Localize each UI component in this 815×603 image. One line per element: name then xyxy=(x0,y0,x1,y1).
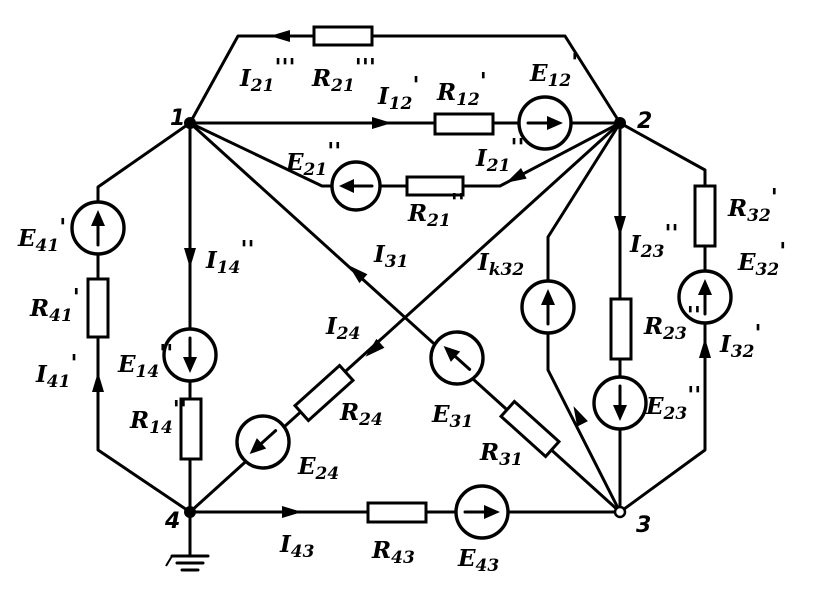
label-E41p: E41' xyxy=(17,214,66,256)
label-R12p: R12' xyxy=(436,68,487,110)
source-E32p xyxy=(677,269,733,325)
label-I21ppp: I21''' xyxy=(239,54,296,96)
resistor-R32p xyxy=(693,184,717,248)
label-I24: I24 xyxy=(325,313,360,344)
arrow-I21ppp xyxy=(270,30,290,42)
label-E12p: E12' xyxy=(529,49,578,91)
source-E21pp xyxy=(330,160,382,212)
label-I21pp: I21'' xyxy=(475,134,525,176)
source-E31 xyxy=(429,330,485,386)
label-I14pp: I14'' xyxy=(205,236,255,278)
source-E24 xyxy=(235,414,291,470)
label-E43: E43 xyxy=(457,545,499,576)
resistor-R31 xyxy=(498,399,562,459)
wires xyxy=(96,34,707,557)
arrow-I32p xyxy=(699,338,711,358)
resistor-R24 xyxy=(292,363,356,423)
label-I23pp: I23'' xyxy=(629,220,679,262)
resistor-R43 xyxy=(366,501,428,524)
current-source-Ik32 xyxy=(520,279,576,335)
label-R32p: R32' xyxy=(727,184,778,226)
arrow-I24 xyxy=(365,338,385,357)
arrow-I21pp xyxy=(506,168,527,183)
ground-icon xyxy=(165,554,210,572)
label-R43: R43 xyxy=(371,537,415,568)
label-E14pp: E14'' xyxy=(117,340,173,382)
arrow-I14pp xyxy=(184,248,196,268)
source-E23pp xyxy=(592,375,648,431)
source-E41p xyxy=(70,200,126,256)
resistor-R21ppp xyxy=(312,25,374,47)
label-E32p: E32' xyxy=(737,238,786,280)
label-I43: I43 xyxy=(279,531,315,562)
resistor-R23pp xyxy=(609,297,633,361)
label-E31: E31 xyxy=(431,401,473,432)
label-I12p: I12' xyxy=(377,72,419,114)
label-R21pp: R21'' xyxy=(407,189,465,231)
label-E24: E24 xyxy=(297,453,339,484)
label-R31: R31 xyxy=(479,439,523,470)
node-4-dot xyxy=(184,506,196,518)
node-3-dot xyxy=(613,505,627,519)
arrow-I31 xyxy=(348,265,368,284)
current-arrows xyxy=(92,30,711,518)
label-Ik32: Ik32 xyxy=(477,249,524,280)
label-I31: I31 xyxy=(373,241,408,272)
node-4-label: 4 xyxy=(164,509,180,534)
arrow-I43 xyxy=(282,506,302,518)
source-E14pp xyxy=(162,327,218,383)
wire-top-outer xyxy=(188,34,622,125)
label-R14pp: R14'' xyxy=(129,396,187,438)
node-2-dot xyxy=(614,117,626,129)
node-1-dot xyxy=(184,117,196,129)
arrow-I41p xyxy=(92,372,104,392)
label-R23pp: R23'' xyxy=(643,302,701,344)
resistor-R12p xyxy=(433,112,495,136)
label-R41p: R41' xyxy=(29,284,80,326)
label-I41p: I41' xyxy=(35,350,77,392)
source-E43 xyxy=(454,484,510,540)
resistor-R21pp xyxy=(405,175,465,197)
node-3-label: 3 xyxy=(636,513,651,538)
label-R21ppp: R21''' xyxy=(311,54,376,96)
source-E12p xyxy=(517,95,573,151)
resistor-R41p xyxy=(86,277,110,339)
resistors xyxy=(86,25,717,524)
label-E23pp: E23'' xyxy=(645,382,701,424)
label-I32p: I32' xyxy=(719,320,761,362)
label-R24: R24 xyxy=(339,399,383,430)
arrow-I23pp xyxy=(614,216,626,236)
label-E21pp: E21'' xyxy=(285,138,341,180)
resistor-R14pp xyxy=(179,397,203,461)
arrow-Ik32 xyxy=(573,406,588,427)
node-1-label: 1 xyxy=(170,106,185,131)
node-2-label: 2 xyxy=(637,109,652,134)
labels: I21''' R21''' I12' R12' E12' E21'' I21''… xyxy=(17,49,786,576)
wire-left-outer xyxy=(96,121,192,514)
arrow-I12p xyxy=(372,117,392,129)
